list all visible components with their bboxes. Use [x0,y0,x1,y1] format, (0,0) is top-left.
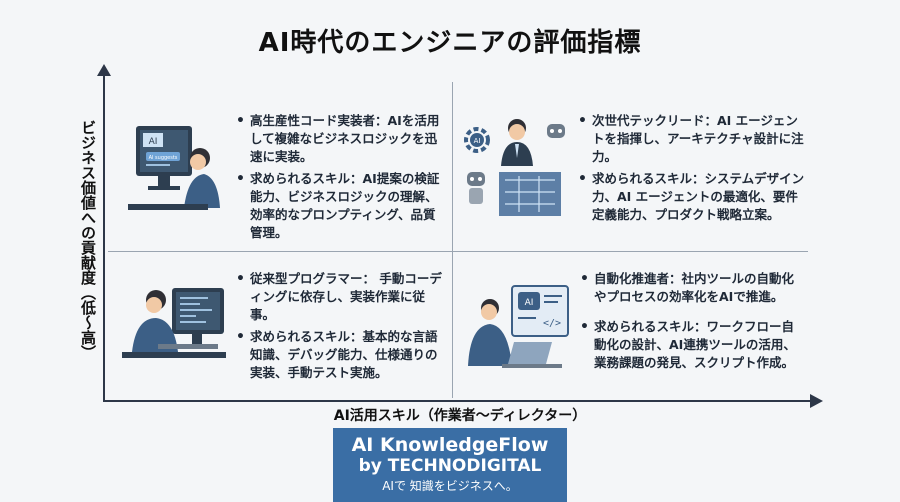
list-item: 求められるスキル：ワークフロー自動化の設計、AI連携ツールの活用、業務課題の発見… [580,318,806,372]
y-axis-label: ビジネス価値への貢献度（低〜高） [79,120,97,360]
x-axis-arrow [810,394,823,408]
y-axis [103,72,105,402]
x-axis-label: AI活用スキル（作業者〜ディレクター） [333,408,587,424]
traditional-programmer-icon [122,288,226,358]
y-axis-arrow [97,64,111,76]
automation-promoter-icon: AI </> [468,285,569,368]
list-item: 次世代テックリード：AI エージェントを指揮し、アーキテクチャ設計に注力。 [578,112,806,166]
tech-lead-with-robots-icon: AI [464,119,565,216]
logo-line-1: AI KnowledgeFlow [351,434,549,456]
top-right-bullets: 次世代テックリード：AI エージェントを指揮し、アーキテクチャ設計に注力。 求め… [578,112,806,228]
quadrant-divider-horizontal [108,251,808,252]
screen-ai-badge: AI suggests [149,155,178,161]
quadrant-divider-vertical [452,82,453,398]
badge-ai-text: AI [525,298,534,308]
bottom-right-bullets: 自動化推進者：社内ツールの自動化やプロセスの効率化をAIで推進。 求められるスキ… [580,270,806,376]
x-axis [103,400,813,402]
brand-logo: AI KnowledgeFlow by TECHNODIGITAL AIで 知識… [333,428,567,502]
bottom-left-bullets: 従来型プログラマー： 手動コーディングに依存し、実装作業に従事。 求められるスキ… [236,270,448,386]
list-item: 自動化推進者：社内ツールの自動化やプロセスの効率化をAIで推進。 [580,270,806,306]
logo-tagline: AIで 知識をビジネスへ。 [382,479,518,493]
list-item: 従来型プログラマー： 手動コーディングに依存し、実装作業に従事。 [236,270,448,324]
gear-ai-text: AI [474,137,481,145]
developer-with-ai-suggestions-icon: AI AI suggests [128,126,220,210]
screen-ai-text: AI [149,137,158,147]
list-item: 求められるスキル：基本的な言語知識、デバッグ能力、仕様通りの実装、手動テスト実施… [236,328,448,382]
top-left-bullets: 高生産性コード実装者：AIを活用して複雑なビジネスロジックを迅速に実装。 求めら… [236,112,446,246]
list-item: 求められるスキル：システムデザイン力、AI エージェントの最適化、要件定義能力、… [578,170,806,224]
list-item: 求められるスキル：AI提案の検証能力、ビジネスロジックの理解、効率的なプロンプテ… [236,170,446,242]
code-symbol-text: </> [543,318,561,329]
page-title: AI時代のエンジニアの評価指標 [258,28,642,58]
logo-line-2: by TECHNODIGITAL [358,456,542,476]
list-item: 高生産性コード実装者：AIを活用して複雑なビジネスロジックを迅速に実装。 [236,112,446,166]
